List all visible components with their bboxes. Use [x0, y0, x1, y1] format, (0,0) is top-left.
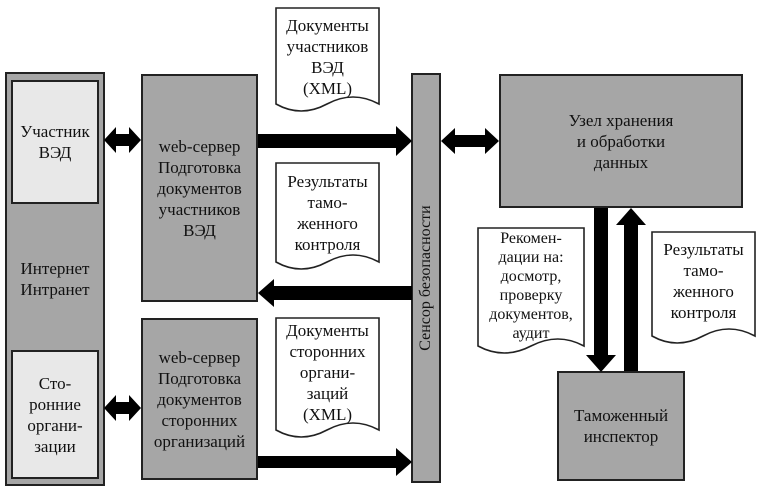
web-server-third-parties: web-сервер Подготовка документов сторонн… [141, 318, 258, 480]
doc-recommendations-text: Рекомен- дации на: досмотр, проверку док… [489, 230, 573, 342]
security-sensor: Сенсор безопасности [411, 73, 441, 483]
doc-control-results-right-icon [651, 231, 756, 344]
web-server-participants: web-сервер Подготовка документов участни… [141, 74, 258, 302]
doc-control-results-middle-text: Результаты тамо- женного контроля [287, 172, 368, 254]
participant-box: Участник ВЭД [11, 80, 99, 204]
double-arrow-sensor-storage-icon [441, 128, 499, 154]
storage-node: Узел хранения и обработки данных [499, 74, 743, 208]
arrow-ws1-to-sensor-icon [258, 126, 412, 156]
doc-recommendations-icon [477, 227, 585, 354]
arrow-sensor-to-ws1-icon [258, 279, 412, 307]
doc-participant-docs-icon [275, 7, 380, 112]
internet-intranet-label: Интернет Интранет [20, 259, 90, 299]
double-arrow-third-parties-icon [104, 395, 141, 421]
doc-control-results-right-text: Результаты тамо- женного контроля [663, 240, 744, 322]
double-arrow-participant-icon [104, 127, 141, 153]
customs-inspector: Таможенный инспектор [557, 371, 685, 481]
arrow-inspector-to-storage-icon [616, 208, 646, 371]
doc-participant-docs-text: Документы участников ВЭД (XML) [286, 16, 369, 98]
arrow-ws2-to-sensor-icon [258, 448, 412, 476]
doc-third-party-docs-text: Документы сторонних органи- заций (XML) [286, 320, 369, 424]
doc-control-results-middle-icon [275, 162, 380, 270]
third-parties-box: Сто- ронние органи- зации [11, 350, 99, 479]
doc-third-party-docs-icon [275, 317, 380, 438]
arrow-storage-to-inspector-icon [586, 208, 616, 372]
